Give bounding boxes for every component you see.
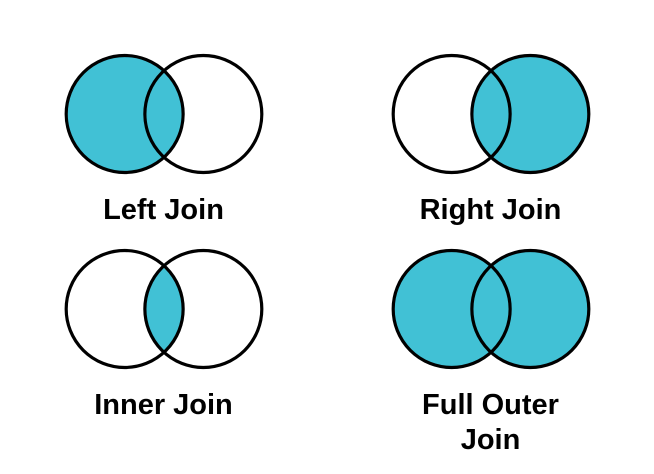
diagram-cell-right-join: Right Join xyxy=(327,0,654,237)
right-circle-outline xyxy=(469,248,590,370)
diagram-label: Inner Join xyxy=(94,389,233,421)
venn-diagram xyxy=(391,248,590,370)
venn-diagram xyxy=(64,53,263,175)
diagram-cell-full-outer-join: Full Outer Join xyxy=(327,237,654,474)
venn-diagram xyxy=(64,248,263,370)
right-circle-outline xyxy=(142,53,263,175)
diagram-label: Left Join xyxy=(103,194,224,226)
diagram-label: Full Outer Join xyxy=(422,389,559,456)
left-circle-outline xyxy=(391,248,512,370)
right-circle-outline xyxy=(142,248,263,370)
left-circle-outline xyxy=(64,248,185,370)
diagram-cell-left-join: Left Join xyxy=(0,0,327,237)
left-circle-outline xyxy=(64,53,185,175)
left-circle-outline xyxy=(391,53,512,175)
diagram-cell-inner-join: Inner Join xyxy=(0,237,327,474)
venn-diagram xyxy=(391,53,590,175)
diagram-label: Right Join xyxy=(419,194,562,226)
right-circle-outline xyxy=(469,53,590,175)
